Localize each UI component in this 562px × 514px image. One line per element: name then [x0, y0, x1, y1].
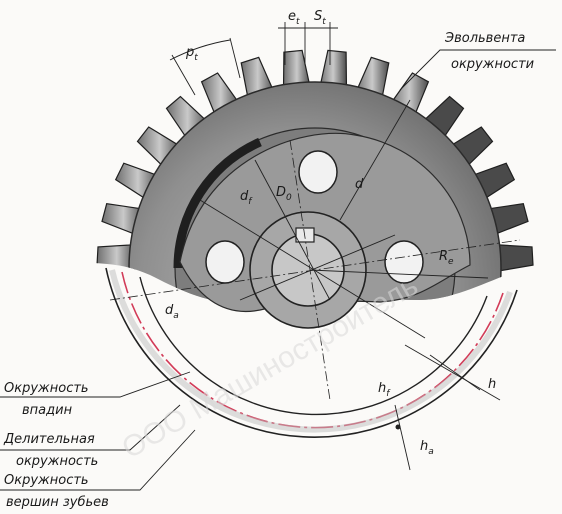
tip-circle-leader [0, 429, 196, 491]
re-radius-line [309, 269, 489, 279]
symbol-tooth-thickness: St [314, 9, 326, 27]
symbol-root-diameter: df [240, 189, 253, 207]
pt-ext-1 [171, 54, 196, 96]
lightening-hole-left [205, 240, 245, 284]
h-dim [429, 354, 481, 391]
symbol-space-width: et [288, 9, 300, 27]
symbol-pitch-diameter: d [355, 177, 364, 192]
involute-label-1: Эвольвента [444, 31, 525, 46]
tip-shading [109, 269, 513, 433]
symbol-tooth-height: h [488, 377, 496, 392]
pitch-circle-label-1: Делительная [3, 432, 95, 447]
shaft-bore [271, 233, 345, 307]
gear-tooth [479, 317, 523, 351]
h-ext-1 [404, 344, 501, 401]
pitch-circle-label-2: окружность [16, 454, 98, 469]
involute-label-2: окружности [451, 57, 534, 72]
lower-section [105, 267, 518, 438]
da-diameter-line [199, 199, 426, 339]
symbol-dedendum: hf [378, 381, 391, 399]
symbol-tip-radius: Re [439, 249, 454, 267]
pt-dim-arc [169, 39, 231, 61]
tip-circle-label-1: Окружность [4, 473, 89, 488]
root-circle-label-1: Окружность [4, 381, 89, 396]
ha-dim [394, 404, 411, 471]
web-shadow [173, 137, 262, 269]
symbol-hub-diameter: D0 [276, 185, 292, 203]
tip-circle-label-2: вершин зубьев [6, 495, 109, 510]
pitch-diameter-line [339, 99, 411, 221]
lightening-hole-right [384, 240, 424, 284]
root-circle-arc [139, 276, 488, 416]
pt-ext-2 [229, 37, 241, 79]
tip-circle-arc [105, 267, 518, 438]
d-diameter-line [239, 234, 396, 301]
involute-leader [399, 49, 556, 91]
pitch-circle-leader [0, 404, 181, 451]
root-circle-leader [0, 371, 191, 398]
symbol-pitch: pt [185, 45, 198, 63]
symbol-tip-diameter: da [165, 303, 179, 321]
symbol-addendum: ha [420, 439, 434, 457]
lightening-hole-top [298, 150, 338, 194]
pitch-point [395, 424, 401, 430]
df-diameter-line [254, 159, 331, 301]
root-circle-label-2: впадин [22, 403, 73, 418]
